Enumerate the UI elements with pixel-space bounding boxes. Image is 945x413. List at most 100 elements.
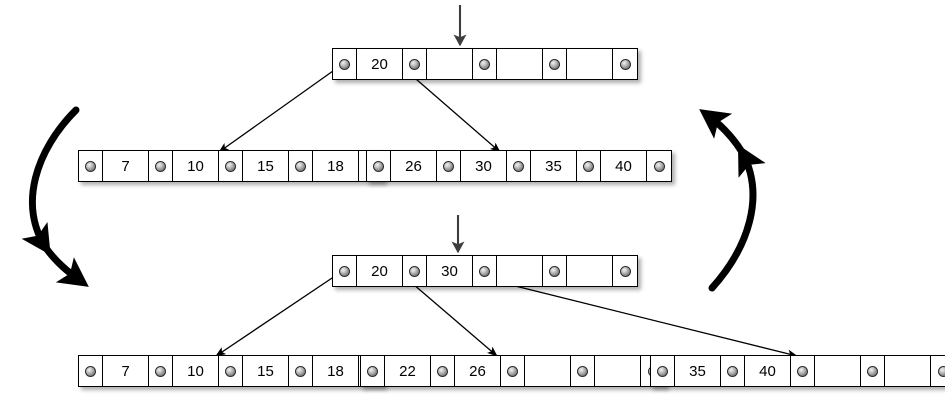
pointer-cell[interactable] — [543, 256, 567, 286]
key-cell[interactable]: 30 — [427, 256, 473, 286]
pointer-cell[interactable] — [571, 356, 595, 386]
pointer-dot-icon — [479, 265, 490, 277]
key-cell[interactable]: 22 — [385, 356, 431, 386]
empty-key-cell[interactable] — [497, 49, 543, 79]
transition-arrow-left — [21, 106, 80, 256]
pointer-dot-icon — [619, 58, 631, 70]
pointer-cell[interactable] — [403, 256, 427, 286]
pointer-cell[interactable] — [149, 356, 173, 386]
pointer-dot-icon — [295, 365, 306, 377]
key-cell[interactable]: 20 — [357, 49, 403, 79]
key-cell[interactable]: 18 — [313, 151, 359, 181]
pointer-cell[interactable] — [501, 356, 525, 386]
key-cell[interactable]: 10 — [173, 356, 219, 386]
pointer-dot-icon — [867, 365, 878, 377]
pointer-dot-icon — [373, 160, 384, 172]
pointer-cell[interactable] — [333, 49, 357, 79]
key-cell[interactable]: 10 — [173, 151, 219, 181]
leaf-node-after-left[interactable]: 7 10 15 18 — [78, 355, 384, 387]
pointer-arrow-before-left — [218, 65, 341, 153]
pointer-cell[interactable] — [361, 356, 385, 386]
empty-key-cell[interactable] — [525, 356, 571, 386]
pointer-cell[interactable] — [791, 356, 815, 386]
leaf-node-after-right[interactable]: 35 40 — [650, 355, 945, 387]
pointer-dot-icon — [727, 365, 738, 377]
pointer-cell[interactable] — [79, 356, 103, 386]
key-cell[interactable]: 40 — [745, 356, 791, 386]
leaf-node-before-right[interactable]: 26 30 35 40 — [366, 150, 672, 182]
pointer-dot-icon — [225, 160, 236, 172]
pointer-dot-icon — [797, 365, 808, 377]
key-cell[interactable]: 35 — [675, 356, 721, 386]
empty-key-cell[interactable] — [885, 356, 931, 386]
pointer-cell[interactable] — [651, 356, 675, 386]
leaf-node-before-left[interactable]: 7 10 15 18 — [78, 150, 384, 182]
empty-key-cell[interactable] — [567, 49, 613, 79]
pointer-cell[interactable] — [473, 256, 497, 286]
pointer-arrow-after-left — [215, 271, 342, 357]
pointer-cell[interactable] — [431, 356, 455, 386]
pointer-cell[interactable] — [577, 151, 601, 181]
pointer-cell[interactable] — [613, 49, 637, 79]
key-cell[interactable]: 35 — [531, 151, 577, 181]
pointer-cell[interactable] — [721, 356, 745, 386]
pointer-dot-icon — [549, 265, 560, 277]
pointer-dot-icon — [409, 58, 420, 70]
pointer-dot-icon — [577, 365, 588, 377]
pointer-dot-icon — [225, 365, 236, 377]
pointer-cell[interactable] — [149, 151, 173, 181]
pointer-cell[interactable] — [219, 151, 243, 181]
key-cell[interactable]: 20 — [357, 256, 403, 286]
pointer-dot-icon — [549, 58, 560, 70]
leaf-node-after-middle[interactable]: 22 26 — [360, 355, 666, 387]
key-cell[interactable]: 30 — [461, 151, 507, 181]
empty-key-cell[interactable] — [567, 256, 613, 286]
key-cell[interactable]: 26 — [455, 356, 501, 386]
pointer-cell[interactable] — [543, 49, 567, 79]
pointer-dot-icon — [437, 365, 448, 377]
pointer-cell[interactable] — [861, 356, 885, 386]
pointer-dot-icon — [367, 365, 378, 377]
empty-key-cell[interactable] — [815, 356, 861, 386]
pointer-dot-icon — [85, 365, 96, 377]
pointer-cell[interactable] — [289, 356, 313, 386]
pointer-cell[interactable] — [507, 151, 531, 181]
pointer-dot-icon — [479, 58, 490, 70]
root-node-before[interactable]: 20 — [332, 48, 638, 80]
key-cell[interactable]: 15 — [243, 151, 289, 181]
key-cell[interactable]: 7 — [103, 356, 149, 386]
key-cell[interactable]: 15 — [243, 356, 289, 386]
pointer-cell[interactable] — [219, 356, 243, 386]
pointer-cell[interactable] — [647, 151, 671, 181]
transition-arrow-left-tail — [42, 244, 89, 287]
pointer-dot-icon — [339, 58, 350, 70]
empty-key-cell[interactable] — [595, 356, 641, 386]
pointer-dot-icon — [937, 365, 945, 377]
pointer-cell[interactable] — [403, 49, 427, 79]
pointer-dot-icon — [657, 365, 668, 377]
pointer-dot-icon — [653, 160, 665, 172]
pointer-cell[interactable] — [473, 49, 497, 79]
key-cell[interactable]: 26 — [391, 151, 437, 181]
pointer-dot-icon — [619, 265, 631, 277]
pointer-dot-icon — [507, 365, 518, 377]
key-cell[interactable]: 18 — [313, 356, 359, 386]
pointer-dot-icon — [155, 160, 166, 172]
pointer-cell[interactable] — [79, 151, 103, 181]
pointer-dot-icon — [85, 160, 96, 172]
pointer-cell[interactable] — [367, 151, 391, 181]
pointer-cell[interactable] — [931, 356, 945, 386]
pointer-dot-icon — [409, 265, 420, 277]
pointer-cell[interactable] — [289, 151, 313, 181]
pointer-cell[interactable] — [613, 256, 637, 286]
pointer-dot-icon — [513, 160, 524, 172]
pointer-cell[interactable] — [437, 151, 461, 181]
pointer-cell[interactable] — [333, 256, 357, 286]
empty-key-cell[interactable] — [497, 256, 543, 286]
key-cell[interactable]: 7 — [103, 151, 149, 181]
key-cell[interactable]: 40 — [601, 151, 647, 181]
pointer-dot-icon — [295, 160, 306, 172]
empty-key-cell[interactable] — [427, 49, 473, 79]
